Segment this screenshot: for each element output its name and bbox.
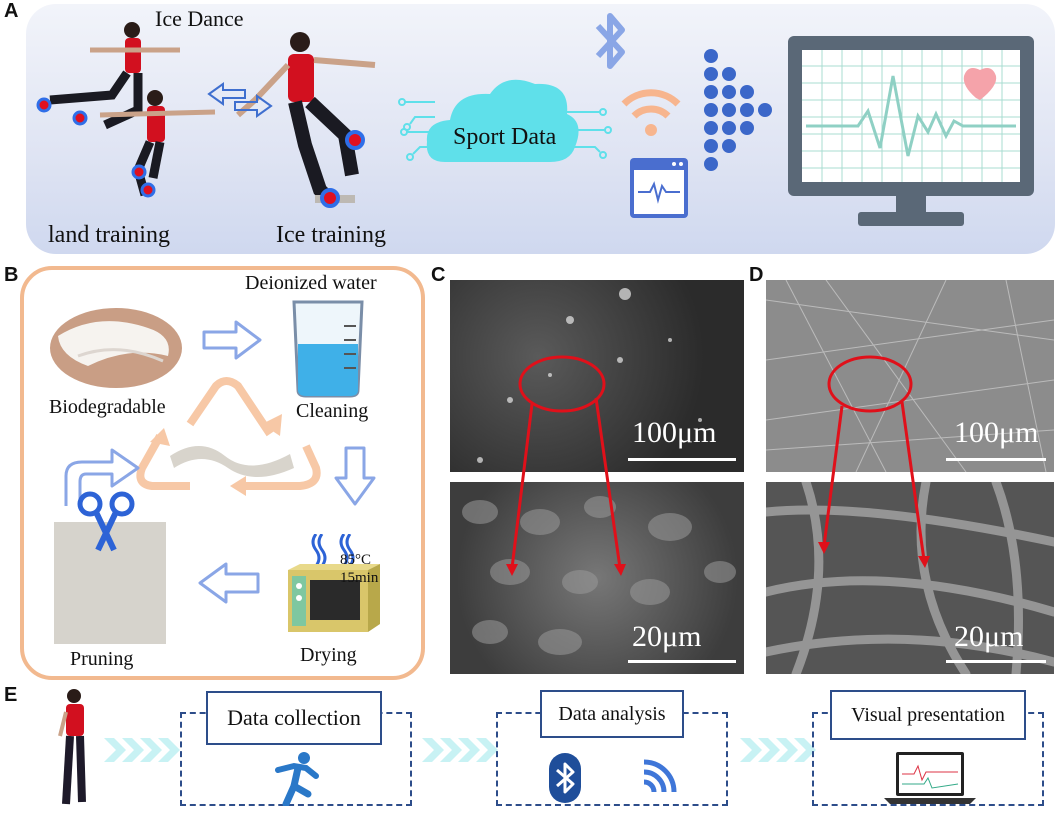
data-collection-title: Data collection (206, 691, 382, 745)
laptop-chart-icon (884, 752, 976, 804)
ice-training-label: Ice training (276, 222, 386, 248)
panel-label-e: E (4, 684, 18, 706)
scale-bar-d-top (946, 458, 1046, 461)
sem-texture-d-bottom (766, 482, 1054, 674)
ice-dance-title: Ice Dance (155, 6, 244, 31)
monitor-heartbeat-icon (788, 36, 1034, 226)
sem-texture-c-bottom (462, 496, 736, 655)
deionized-water-label: Deionized water (245, 272, 377, 294)
double-arrow-icon (207, 82, 273, 118)
panel-label-c: C (431, 264, 446, 286)
sem-image-c-bottom: 20μm (450, 482, 744, 674)
data-flow-dots-icon (704, 49, 772, 171)
scale-label-d-bottom: 20μm (954, 620, 1024, 653)
duration-label: 15min (340, 570, 379, 586)
scale-label-c-top: 100μm (632, 416, 717, 449)
land-dancer-2 (99, 90, 216, 197)
zoom-callout-c (506, 355, 626, 576)
arrow-left-icon (198, 562, 260, 604)
pruning-label: Pruning (70, 648, 134, 670)
beaker-icon (292, 300, 364, 398)
sport-data-cloud-icon (398, 79, 612, 162)
wifi-icon (621, 89, 681, 136)
scissors-icon (77, 491, 135, 552)
biodegradable-label: Biodegradable (49, 396, 166, 418)
waveform-window-icon (630, 158, 688, 218)
panel-label-d: D (749, 264, 764, 286)
bluetooth-icon-e (549, 753, 581, 803)
sensor-markers (36, 97, 365, 208)
biodegradable-fabric-image (50, 308, 182, 388)
scale-label-c-bottom: 20μm (632, 620, 702, 653)
scale-bar-c-bottom (628, 660, 736, 663)
panel-label-a: A (4, 0, 19, 22)
sem-texture-c-top (477, 288, 702, 463)
zoom-callout-d (818, 355, 930, 568)
data-analysis-title: Data analysis (540, 690, 684, 738)
scale-bar-d-bottom (946, 660, 1046, 663)
temperature-label: 85°C (340, 552, 372, 568)
signal-icon-e (643, 759, 677, 793)
chevrons-2-icon (422, 738, 498, 762)
chevrons-3-icon (740, 738, 816, 762)
chevrons-1-icon (104, 738, 180, 762)
bluetooth-icon (595, 13, 625, 69)
sem-image-c-top: 100μm (450, 280, 744, 472)
walking-person-image (58, 689, 86, 805)
panel-label-b: B (4, 264, 19, 286)
visual-presentation-title: Visual presentation (830, 690, 1026, 740)
sport-data-label: Sport Data (453, 124, 557, 150)
land-training-label: land training (48, 222, 170, 248)
cleaning-label: Cleaning (296, 400, 369, 422)
curved-arrow-icon (64, 448, 140, 506)
running-person-icon (275, 752, 319, 806)
recycle-cycle-icon (136, 377, 321, 496)
sem-texture-d-top (766, 280, 1054, 472)
drying-oven-icon (288, 534, 380, 632)
arrow-right-icon (202, 320, 262, 360)
scale-label-d-top: 100μm (954, 416, 1039, 449)
land-dancer-1 (49, 22, 180, 130)
drying-label: Drying (300, 644, 357, 666)
sem-image-d-bottom: 20μm (766, 482, 1054, 674)
arrow-down-icon (334, 446, 376, 506)
scale-bar-c-top (628, 458, 736, 461)
